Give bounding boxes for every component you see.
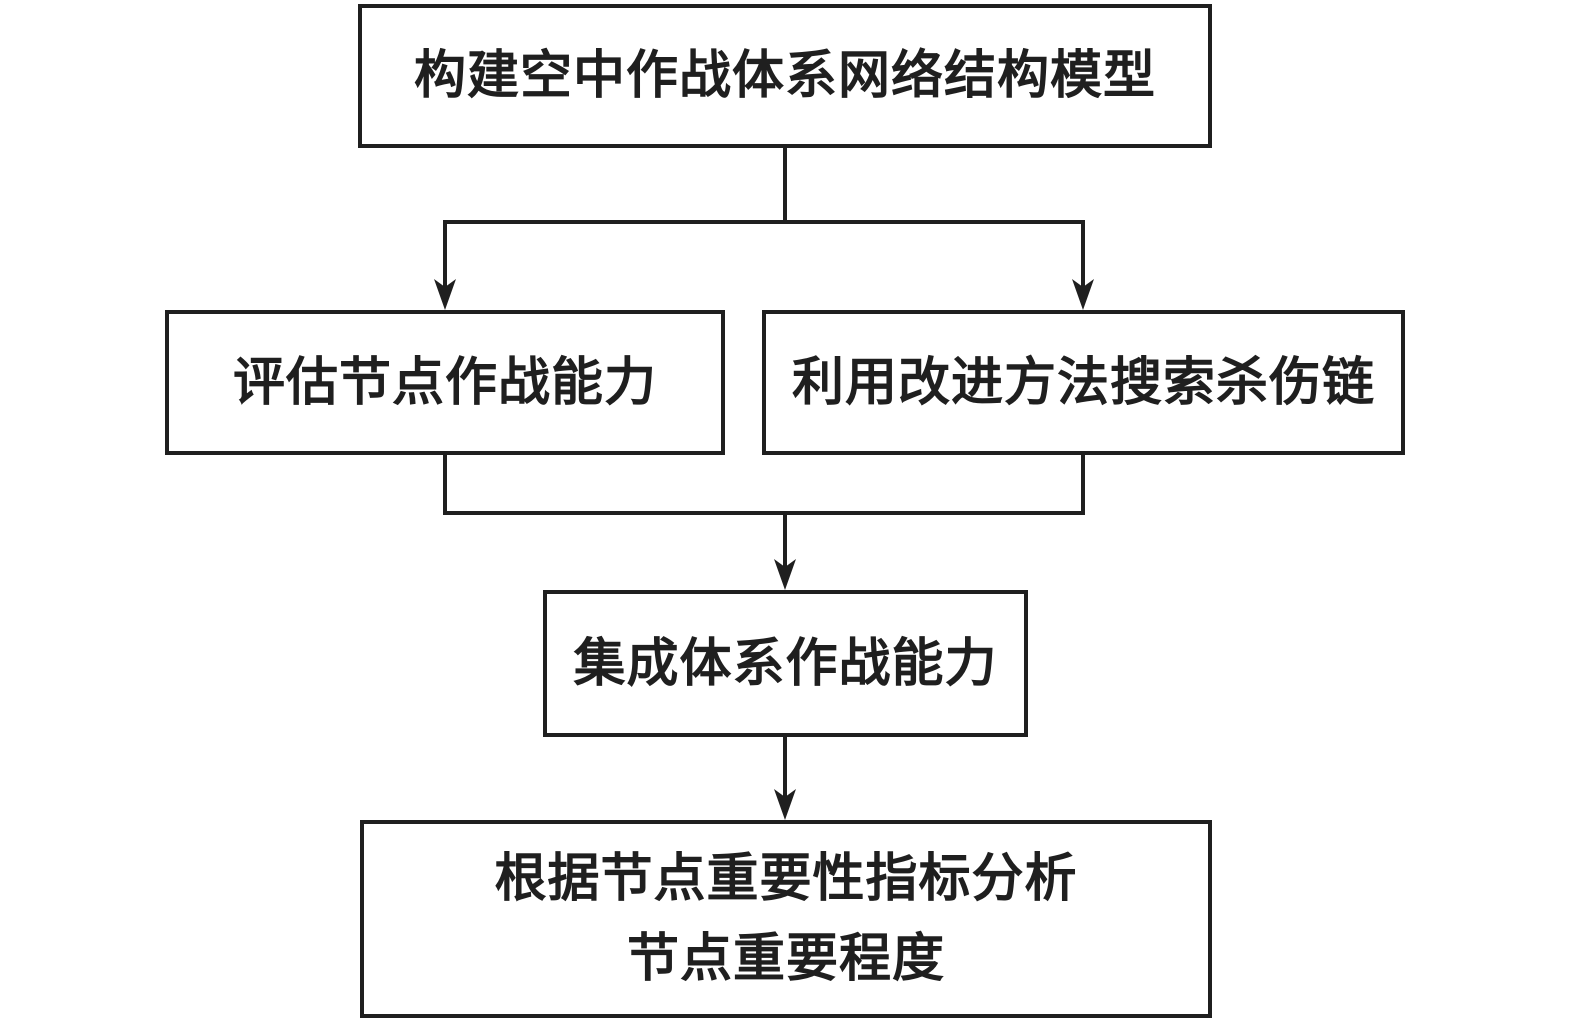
node-evaluate-node-capability: 评估节点作战能力 <box>165 310 725 455</box>
node-evaluate-node-capability-label: 评估节点作战能力 <box>232 351 657 413</box>
arrowhead-to-integrate <box>774 559 796 590</box>
node-analyze-node-importance: 根据节点重要性指标分析 节点重要程度 <box>360 820 1212 1018</box>
node-build-model: 构建空中作战体系网络结构模型 <box>358 4 1212 148</box>
arrowhead-to-evaluate <box>434 279 456 310</box>
node-analyze-node-importance-line1: 根据节点重要性指标分析 <box>494 848 1078 910</box>
arrowhead-to-analyze <box>774 789 796 820</box>
node-integrate-system-capability-label: 集成体系作战能力 <box>573 632 998 694</box>
node-integrate-system-capability: 集成体系作战能力 <box>543 590 1028 737</box>
arrowhead-to-search <box>1072 279 1094 310</box>
node-build-model-label: 构建空中作战体系网络结构模型 <box>413 45 1156 107</box>
node-analyze-node-importance-line2: 节点重要程度 <box>626 928 945 989</box>
node-search-kill-chain-label: 利用改进方法搜索杀伤链 <box>791 351 1375 413</box>
node-search-kill-chain: 利用改进方法搜索杀伤链 <box>762 310 1405 455</box>
